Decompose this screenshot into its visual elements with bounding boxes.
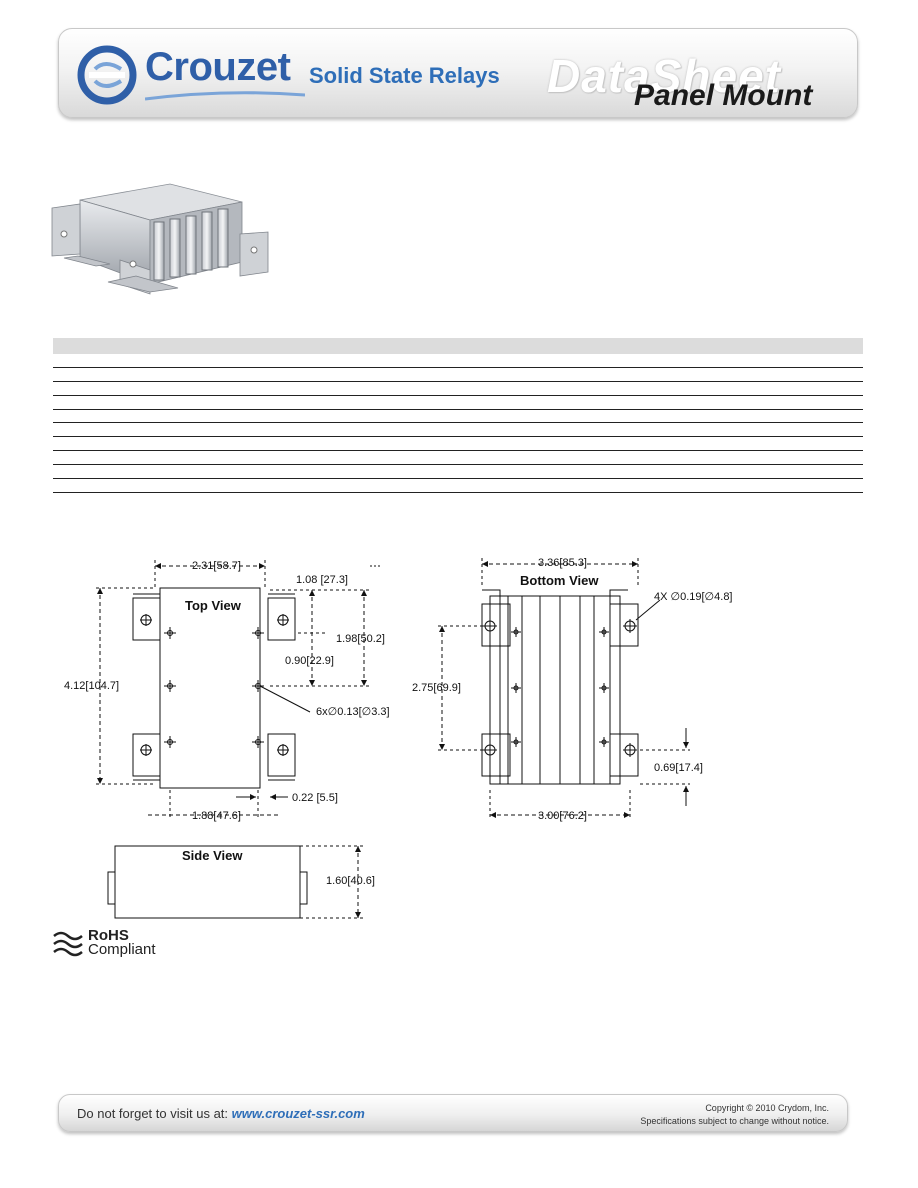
dim-top-width: 2.31[58.7] bbox=[192, 560, 241, 572]
bottom-view-tab bbox=[481, 603, 511, 647]
top-view-title: Top View bbox=[185, 598, 242, 613]
bottom-view-tab bbox=[609, 603, 639, 647]
category-title: Panel Mount bbox=[634, 79, 813, 112]
spec-table-header bbox=[53, 338, 863, 354]
top-view-tab bbox=[267, 733, 296, 777]
spec-table-row bbox=[53, 396, 863, 410]
brand-swoosh-icon bbox=[145, 91, 305, 101]
spec-table-row bbox=[53, 437, 863, 452]
dim-tab-width: 1.08 [27.3] bbox=[296, 574, 348, 586]
top-view-tab bbox=[132, 733, 161, 777]
dimension-drawings: Top View 2.31[58.7] 1.08 [27.3] 4.12[104… bbox=[64, 557, 733, 919]
rohs-wave-icon bbox=[53, 931, 83, 957]
dim-bottom-width: 1.88[47.6] bbox=[192, 810, 241, 822]
dim-hole-spacing: 2.75[69.9] bbox=[412, 682, 461, 694]
dim-bottom-base-width: 3.00[76.2] bbox=[538, 810, 587, 822]
spec-table-row bbox=[53, 423, 863, 438]
spec-table-row bbox=[53, 479, 863, 493]
dim-mount-holes: 4X ∅0.19[∅4.8] bbox=[654, 591, 733, 603]
dim-hole-vertical: 1.98[50.2] bbox=[336, 633, 385, 645]
bottom-view-tab bbox=[609, 733, 639, 777]
dim-edge: 0.22 [5.5] bbox=[292, 792, 338, 804]
spec-table-row bbox=[53, 382, 863, 396]
top-view-tab bbox=[132, 597, 161, 641]
spec-table bbox=[53, 338, 863, 493]
visit-text: Do not forget to visit us at: www.crouze… bbox=[77, 1106, 365, 1121]
top-view-tab bbox=[267, 597, 296, 641]
rohs-badge: RoHS Compliant bbox=[52, 924, 156, 960]
bottom-view-body bbox=[489, 595, 621, 785]
dim-small-holes: 6x∅0.13[∅3.3] bbox=[316, 706, 390, 718]
spec-table-row bbox=[53, 451, 863, 466]
dim-offset: 0.90[22.9] bbox=[285, 655, 334, 667]
change-notice: Specifications subject to change without… bbox=[640, 1116, 829, 1126]
side-view-title: Side View bbox=[182, 848, 243, 863]
bottom-view-title: Bottom View bbox=[520, 573, 599, 588]
crouzet-logo-icon bbox=[77, 45, 137, 105]
header-banner: Crouzet Solid State Relays DataSheet Pan… bbox=[58, 28, 858, 118]
rohs-subtitle: Compliant bbox=[88, 941, 156, 958]
footer-banner: Do not forget to visit us at: www.crouze… bbox=[58, 1094, 848, 1132]
brand-name: Crouzet bbox=[145, 45, 291, 89]
copyright-block: Copyright © 2010 Crydom, Inc. Specificat… bbox=[640, 1102, 829, 1128]
dim-overall-height: 4.12[104.7] bbox=[64, 680, 119, 692]
dim-side-height: 1.60[40.6] bbox=[326, 875, 375, 887]
spec-table-row bbox=[53, 354, 863, 368]
product-line-title: Solid State Relays bbox=[309, 63, 500, 88]
copyright-text: Copyright © 2010 Crydom, Inc. bbox=[705, 1103, 829, 1113]
dim-bottom-top-width: 3.36[85.3] bbox=[538, 557, 587, 569]
top-view-body bbox=[159, 587, 261, 789]
spec-table-row bbox=[53, 465, 863, 480]
website-link[interactable]: www.crouzet-ssr.com bbox=[231, 1106, 365, 1121]
dim-tab-offset: 0.69[17.4] bbox=[654, 762, 703, 774]
spec-table-row bbox=[53, 368, 863, 382]
spec-table-row bbox=[53, 410, 863, 424]
bottom-view-tab bbox=[481, 733, 511, 777]
rohs-title: RoHS bbox=[88, 927, 129, 944]
datasheet-word: DataSheet bbox=[547, 50, 781, 102]
visit-label: Do not forget to visit us at: bbox=[77, 1106, 232, 1121]
heatsink-photo bbox=[51, 183, 269, 295]
